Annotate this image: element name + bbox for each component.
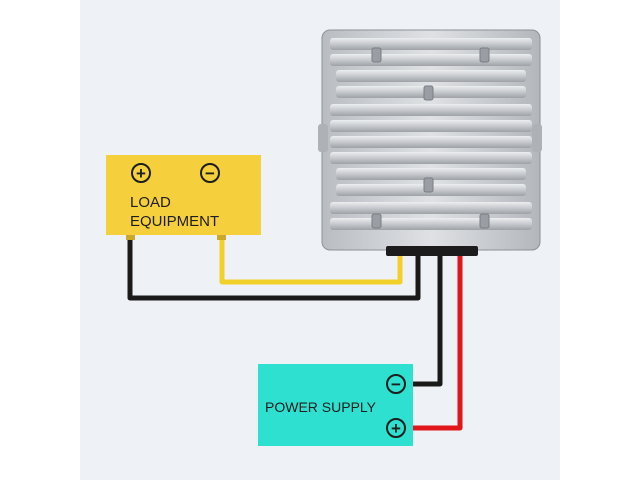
supply-plus-symbol: +	[391, 419, 401, 438]
mounting-tab-left	[318, 124, 328, 152]
mounting-tab-right	[532, 124, 542, 152]
load-label-line1: LOAD	[130, 194, 171, 211]
wires	[127, 238, 463, 431]
load-terminal-right	[217, 232, 226, 240]
heatsink-converter-icon	[318, 29, 542, 256]
load-body	[106, 155, 261, 235]
load-positive-wire	[219, 238, 403, 285]
supply-minus-symbol: −	[391, 375, 401, 394]
supply-positive-wire	[410, 252, 463, 431]
load-label-line2: EQUIPMENT	[130, 213, 219, 230]
load-plus-symbol: +	[136, 164, 146, 183]
load-equipment-box: + − LOAD EQUIPMENT	[106, 155, 261, 240]
supply-minus-terminal-icon	[386, 374, 406, 394]
supply-negative-wire	[410, 252, 443, 387]
supply-label: POWER SUPPLY	[265, 399, 377, 415]
screw-icons	[371, 47, 490, 229]
supply-plus-terminal-icon	[386, 418, 406, 438]
load-minus-symbol: −	[205, 164, 215, 183]
load-minus-terminal-icon	[200, 163, 220, 183]
power-supply-box: − + POWER SUPPLY	[258, 364, 413, 446]
load-terminal-left	[126, 232, 135, 240]
load-plus-terminal-icon	[131, 163, 151, 183]
load-negative-wire	[127, 238, 421, 301]
cable-exit	[386, 246, 478, 256]
